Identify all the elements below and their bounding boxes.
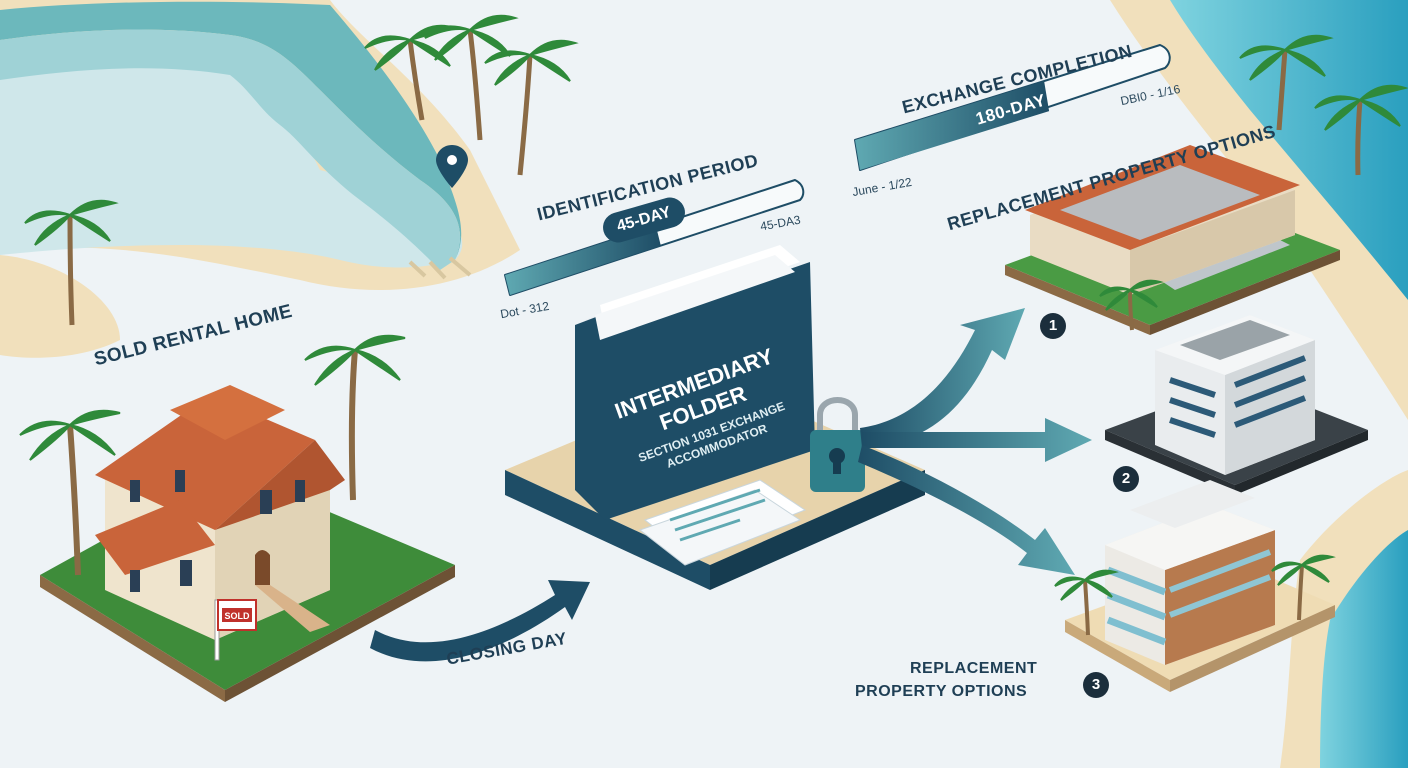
- replacement-bottom-line2: PROPERTY OPTIONS: [855, 683, 1028, 700]
- intermediary-folder: [575, 245, 815, 520]
- exchange-progress: [854, 44, 1171, 171]
- palm-tree-icon: [19, 334, 406, 576]
- ocean-right: [1110, 0, 1408, 768]
- sold-sign-icon: [214, 599, 257, 661]
- option-1-badge: 1: [1040, 313, 1066, 339]
- replacement-bottom-line1: REPLACEMENT: [910, 660, 1038, 677]
- florida-map: [0, 1, 472, 280]
- sold-sign-text: SOLD: [224, 611, 250, 621]
- padlock-icon: [810, 397, 865, 492]
- replacement-property-2: [1105, 315, 1368, 495]
- map-pin-icon: [436, 145, 468, 188]
- sold-rental-home: [40, 385, 455, 702]
- document-stack-icon: [638, 479, 807, 566]
- beach-left-mid: [0, 255, 120, 358]
- option-3-badge: 3: [1083, 672, 1109, 698]
- option-2-badge: 2: [1113, 466, 1139, 492]
- replacement-property-3: [1065, 480, 1335, 692]
- palm-tree-icon: [1054, 279, 1336, 636]
- arrow-icon: [858, 308, 1092, 575]
- palm-tree-icon: [24, 14, 1408, 326]
- identification-progress: [504, 179, 805, 296]
- replacement-property-1: [1005, 145, 1340, 335]
- closing-day-arrow-icon: [370, 580, 590, 662]
